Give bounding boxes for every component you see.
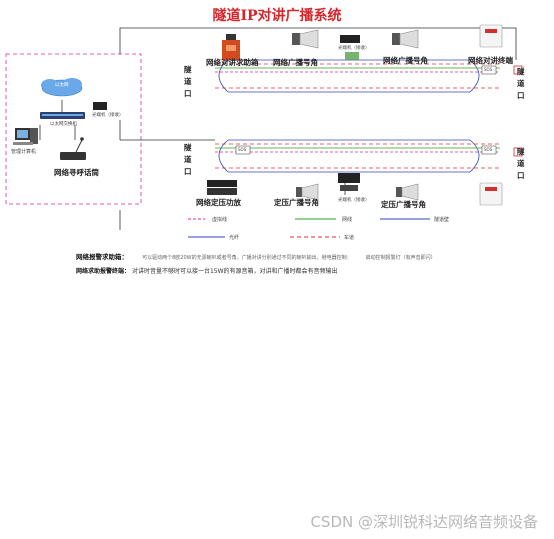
tunnel-portal-label: 隧道口 (517, 67, 525, 100)
note-1-label: 网络报警求助箱： (76, 253, 128, 261)
amplifier-icon (207, 180, 237, 195)
horn2-label: 网络广播号角 (383, 56, 428, 65)
sos-sign-text: SOS (484, 67, 493, 72)
note-2-label: 网络求助报警终端： (76, 268, 131, 275)
intercom-label: 网络对讲终端 (468, 56, 513, 65)
horn-icon (296, 183, 319, 201)
tunnel-broadcast-diagram: 隧道IP对讲广播系统 (5, 8, 525, 275)
intercom-terminal-icon (479, 24, 503, 48)
switch-label: 以太网交换机 (50, 122, 77, 127)
alarm-light-icon (513, 65, 523, 75)
amplifier-label: 网络定压功放 (196, 198, 241, 207)
alarm-light-icon (513, 147, 523, 157)
fiber-receiver-icon (340, 35, 360, 43)
sos-sign-text: SOS (484, 147, 493, 152)
frame-line (119, 27, 517, 60)
const-horn2-label: 定压广播号角 (381, 200, 426, 209)
legend-fiber: 光纤 (229, 235, 240, 241)
sos-sign-icon (481, 145, 497, 155)
tunnel-bottom (215, 139, 500, 173)
diagram-title: 隧道IP对讲广播系统 (212, 8, 342, 24)
mic-label: 网络寻呼话筒 (54, 168, 99, 177)
watermark: CSDN @深圳锐科达网络音频设备 (310, 513, 538, 531)
const-horn1-label: 定压广播号角 (274, 198, 319, 207)
legend-network-line: 网线 (342, 217, 353, 223)
fiber-bottom-label: 光端机（接收） (338, 198, 370, 203)
fiber-top-label: 光端机（接收） (338, 46, 370, 51)
note-line-1: 网络报警求助箱： 可以驱动两个8欧20W的无源喇叭或者号角，广播对讲分别通过不同… (76, 251, 436, 261)
sos-sign-text: SOS (238, 147, 247, 152)
legend-lines (188, 218, 430, 238)
fiber-receiver-base-icon (340, 185, 358, 191)
fiber-center-label: 光端机（接收） (92, 113, 124, 118)
note-line-2: 网络求助报警终端： 对讲时音量不够时可以接一台15W的有源音箱，对讲和广播时都会… (76, 266, 338, 275)
legend-tunnel-wall: 隧道壁 (434, 217, 450, 223)
network-cloud-icon (41, 78, 83, 97)
fiber-adapter-icon (345, 52, 359, 60)
control-room-box (5, 53, 142, 205)
receiver-icon (93, 102, 107, 110)
tunnel-portal-label: 隧道口 (184, 143, 192, 176)
diagram-lines (5, 24, 523, 238)
note-2-text: 对讲时音量不够时可以接一台15W的有源音箱，对讲和广播时都会有音频输出 (131, 268, 338, 275)
note-1-tail: 启动控制报警灯（有声音即闪） (365, 255, 436, 261)
tunnel-portal-label: 隧道口 (184, 65, 192, 98)
fiber-receiver-icon (338, 173, 360, 183)
ethernet-switch-icon (40, 112, 85, 119)
horn-icon (392, 29, 419, 49)
legend-virtual-line: 虚拟线 (212, 217, 228, 223)
help-box-label: 网络对讲求助箱 (206, 58, 259, 67)
horn1-label: 网络广播号角 (273, 58, 318, 67)
paging-mic-icon (60, 137, 86, 160)
sos-sign-icon (481, 65, 497, 75)
horn-icon (292, 29, 319, 49)
tunnel-portal-label: 隧道口 (517, 147, 525, 180)
pc-label: 管理计算机 (11, 149, 37, 155)
tunnel-top (215, 59, 500, 93)
horn-icon (396, 183, 419, 201)
pc-icon (13, 128, 38, 145)
intercom-terminal-icon (479, 182, 503, 206)
legend-lane: 车道 (344, 235, 355, 241)
note-1-text: 可以驱动两个8欧20W的无源喇叭或者号角，广播对讲分别通过不同的喇叭输出，继电器… (142, 255, 352, 261)
help-box-icon (222, 34, 240, 60)
sos-sign-icon (235, 145, 251, 155)
network-cloud-label: 以太网 (55, 83, 69, 88)
